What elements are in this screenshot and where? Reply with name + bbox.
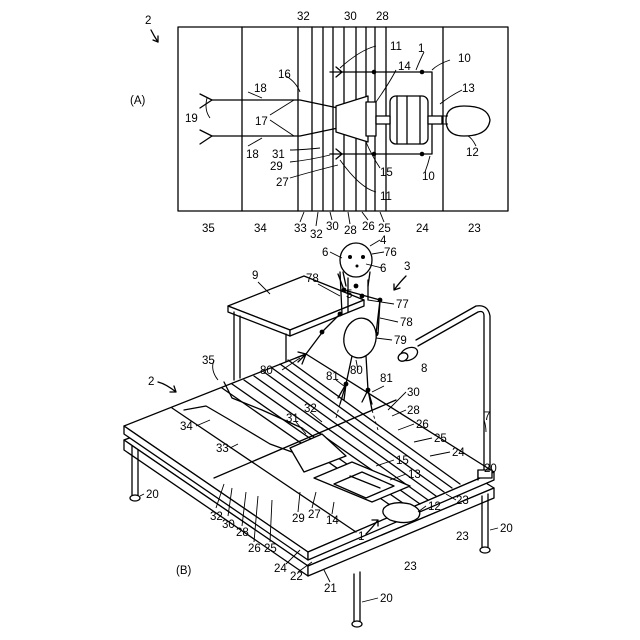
label-a-35: 35 (202, 223, 215, 235)
label-a-24-bottom: 24 (416, 223, 429, 235)
label-a-18-bottom: 18 (246, 149, 259, 161)
robot-arms-top (200, 94, 338, 144)
label-b-6-left: 6 (322, 247, 328, 259)
panel-b-caption: (B) (176, 565, 192, 577)
label-a-13: 13 (462, 83, 475, 95)
label-b-25-upper: 25 (434, 433, 447, 445)
label-b-78-lower: 78 (400, 317, 413, 329)
label-a-29: 29 (270, 161, 283, 173)
label-b-23-lower: 23 (404, 561, 417, 573)
label-b-25-lower: 25 (264, 543, 277, 555)
label-a-32-top: 32 (297, 11, 310, 23)
robot-head (340, 243, 372, 277)
panel-b-bed-arrow (158, 382, 176, 392)
label-b-79: 79 (394, 335, 407, 347)
robot-torso (340, 315, 380, 361)
label-a-1: 1 (418, 43, 424, 55)
label-b-33: 33 (216, 443, 229, 455)
label-b-20-left: 20 (146, 489, 159, 501)
robot-eye-right (361, 255, 365, 259)
label-a-30-bottom: 30 (326, 221, 339, 233)
robot-nose (356, 265, 359, 268)
panel-a: (A) 2 (130, 11, 508, 241)
label-b-5: 5 (346, 289, 352, 301)
label-a-27: 27 (276, 177, 289, 189)
label-b-28-upper: 28 (407, 405, 420, 417)
label-b-20-front: 20 (380, 593, 393, 605)
label-b-81-right: 81 (380, 373, 393, 385)
panel-a-bed-ref: 2 (145, 15, 151, 27)
label-b-9: 9 (252, 270, 258, 282)
label-b-80-right: 80 (350, 365, 363, 377)
label-b-14: 14 (326, 515, 339, 527)
panel-a-caption: (A) (130, 95, 146, 107)
label-b-15: 15 (396, 455, 409, 467)
label-b-34: 34 (180, 421, 193, 433)
label-b-32-upper: 32 (304, 403, 317, 415)
label-b-77: 77 (396, 299, 409, 311)
label-b-30-upper: 30 (407, 387, 420, 399)
label-a-28-top: 28 (376, 11, 389, 23)
label-b-21: 21 (324, 583, 337, 595)
label-b-29: 29 (292, 513, 305, 525)
panel-b: (B) 2 9 (124, 235, 513, 627)
label-a-12: 12 (466, 147, 479, 159)
label-b-23-side: 23 (456, 531, 469, 543)
label-a-19: 19 (185, 113, 198, 125)
label-a-32-bottom: 32 (310, 229, 323, 241)
label-a-10-bottom: 10 (422, 171, 435, 183)
label-b-32-lower: 32 (210, 511, 223, 523)
label-b-6-right: 6 (380, 263, 386, 275)
label-a-14: 14 (398, 61, 411, 73)
label-a-34: 34 (254, 223, 267, 235)
label-a-17: 17 (255, 116, 268, 128)
label-b-20-right: 20 (500, 523, 513, 535)
bed-sensor-pad (383, 503, 420, 523)
label-a-23-bottom: 23 (468, 223, 481, 235)
robot-eye-left (348, 255, 352, 259)
label-b-1: 1 (358, 531, 364, 543)
label-b-7: 7 (484, 411, 490, 423)
label-b-26-upper: 26 (416, 419, 429, 431)
label-b-8: 8 (421, 363, 427, 375)
label-a-31: 31 (272, 149, 285, 161)
label-b-26-lower: 26 (248, 543, 261, 555)
panel-b-bed-ref: 2 (148, 376, 154, 388)
label-a-11-bottom: 11 (380, 191, 392, 203)
label-b-24-lower: 24 (274, 563, 287, 575)
label-a-28-bottom: 28 (344, 225, 357, 237)
label-b-22: 22 (290, 571, 303, 583)
label-b-20-back: 20 (484, 463, 497, 475)
label-b-27: 27 (308, 509, 321, 521)
robot-ref-arrow (394, 276, 406, 290)
label-b-3: 3 (404, 261, 410, 273)
label-b-78-upper: 78 (306, 273, 319, 285)
label-b-13: 13 (408, 469, 421, 481)
label-b-23-upper: 23 (456, 495, 469, 507)
label-a-18-top: 18 (254, 83, 267, 95)
label-b-4: 4 (380, 235, 387, 247)
label-b-76: 76 (384, 247, 397, 259)
label-b-12: 12 (428, 501, 441, 513)
tool-head (336, 96, 376, 142)
label-a-33: 33 (294, 223, 307, 235)
label-a-26-bottom: 26 (362, 221, 375, 233)
label-a-10-top: 10 (458, 53, 471, 65)
label-b-28-lower: 28 (236, 527, 249, 539)
label-b-24-upper: 24 (452, 447, 465, 459)
sensor-pad (446, 106, 490, 136)
label-b-30-lower: 30 (222, 519, 235, 531)
label-a-30-top: 30 (344, 11, 357, 23)
label-a-11-top: 11 (390, 41, 402, 53)
label-a-25-bottom: 25 (378, 223, 391, 235)
label-a-16: 16 (278, 69, 291, 81)
label-b-80-left: 80 (260, 365, 273, 377)
label-a-15: 15 (380, 167, 393, 179)
